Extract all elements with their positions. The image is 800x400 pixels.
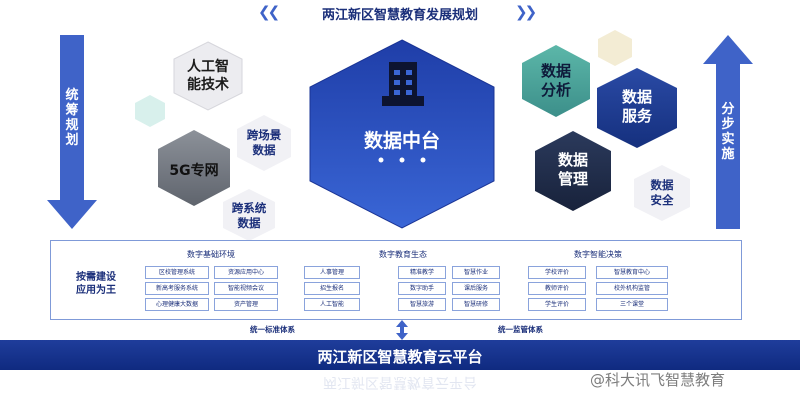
cross-system-data-label: 跨系统数据 [231, 201, 267, 230]
hex-ai [173, 41, 243, 111]
hex-5g [158, 130, 230, 206]
left-down-arrow [47, 35, 97, 229]
bg-hex [598, 30, 632, 66]
chevron-left-icon: ❮❮ [258, 3, 280, 21]
app-cell: 校外机构监管 [596, 282, 668, 295]
cross-scene-data-label: 跨场景数据 [246, 128, 282, 157]
app-cell: 三个课堂 [596, 298, 668, 311]
right-up-arrow [703, 35, 753, 229]
dots-icon [378, 157, 426, 163]
hex-data-service [597, 68, 677, 148]
hex-data-management [535, 131, 611, 211]
platform-label: 两江新区智慧教育云平台 [317, 348, 483, 366]
app-cell: 数字助手 [398, 282, 446, 295]
center-hex-label: 数据中台 [363, 130, 440, 152]
right-arrow-label: 分步实施 [721, 102, 735, 162]
section-title-infrastructure: 数字基础环境 [187, 250, 235, 259]
hex-data-analysis-label: 数据分析 [540, 62, 571, 99]
watermark: @科大讯飞智慧教育 [590, 371, 726, 389]
data-security-label: 数据安全 [650, 178, 674, 207]
app-cell: 课后服务 [452, 282, 500, 295]
hex-5g-label: 5G专网 [169, 163, 219, 179]
hex-small [223, 189, 275, 241]
app-cell: 智能视频会议 [214, 282, 278, 295]
app-cell: 精准教学 [398, 266, 446, 279]
app-cell: 资产管理 [214, 298, 278, 311]
panel-side-label: 按需建设应用为王 [76, 272, 116, 296]
app-cell: 智慧教育中心 [596, 266, 668, 279]
hex-data-management-label: 数据管理 [557, 151, 588, 188]
app-cell: 智慧作业 [452, 266, 500, 279]
bg-hex [135, 95, 165, 127]
hex-ai-label: 人工智能技术 [187, 59, 229, 93]
app-cell: 资源应用中心 [214, 266, 278, 279]
hex-data-service-label: 数据服务 [621, 88, 652, 125]
hex-data-security [634, 165, 690, 221]
platform-bar [0, 340, 800, 370]
app-cell: 智慧旅游 [398, 298, 446, 311]
app-cell: 新高考服务系统 [145, 282, 209, 295]
hex-small [237, 115, 291, 171]
app-cell: 学校评价 [528, 266, 586, 279]
page-title: 两江新区智慧教育发展规划 [321, 8, 478, 23]
hex-data-analysis [522, 45, 590, 117]
app-cell: 智慧研修 [452, 298, 500, 311]
app-cell: 人工智能 [304, 298, 360, 311]
building-icon [382, 62, 424, 106]
left-arrow-label: 统筹规划 [65, 88, 79, 148]
app-cell: 学生评价 [528, 298, 586, 311]
center-hexagon [309, 39, 495, 229]
unified-supervision-label: 统一监管体系 [498, 325, 543, 334]
section-title-decision: 数字智能决策 [574, 250, 622, 259]
chevron-right-icon: ❯❯ [515, 3, 537, 21]
double-arrow-icon [396, 320, 408, 340]
app-cell: 区校管理系统 [145, 266, 209, 279]
app-cell: 人事管理 [304, 266, 360, 279]
section-title-ecosystem: 数字教育生态 [379, 250, 427, 259]
unified-standard-label: 统一标准体系 [250, 325, 295, 334]
app-cell: 招生报名 [304, 282, 360, 295]
app-cell: 心理健康大数据 [145, 298, 209, 311]
app-cell: 教师评价 [528, 282, 586, 295]
